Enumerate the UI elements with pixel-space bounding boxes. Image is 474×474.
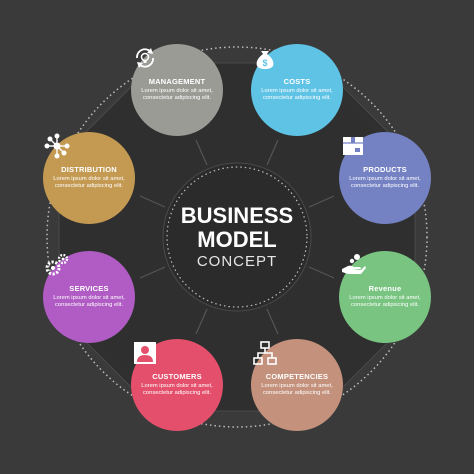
node-description: Lorem ipsum dolor sit amet, consectetur …: [261, 88, 333, 102]
center-title-line2: MODEL: [197, 226, 277, 252]
node-title: CUSTOMERS: [152, 371, 202, 381]
node-description: Lorem ipsum dolor sit amet, consectetur …: [141, 383, 213, 397]
center-subtitle: CONCEPT: [196, 252, 278, 270]
node-title: Revenue: [368, 283, 402, 293]
hierarchy-icon: [253, 341, 277, 365]
node-revenue: Revenue Lorem ipsum dolor sit amet, cons…: [339, 251, 431, 343]
svg-text:$: $: [262, 58, 267, 68]
node-title: DISTRIBUTION: [61, 164, 117, 174]
network-icon: [44, 133, 70, 159]
node-distribution: DISTRIBUTION Lorem ipsum dolor sit amet,…: [43, 132, 135, 224]
node-description: Lorem ipsum dolor sit amet, consectetur …: [53, 176, 125, 190]
node-title: COSTS: [283, 76, 311, 86]
node-competencies: COMPETENCIES Lorem ipsum dolor sit amet,…: [251, 339, 343, 431]
node-description: Lorem ipsum dolor sit amet, consectetur …: [261, 383, 333, 397]
node-title: PRODUCTS: [363, 164, 407, 174]
center-circle: [162, 162, 312, 312]
money-bag-icon: $: [256, 51, 274, 69]
node-title: MANAGEMENT: [148, 76, 206, 86]
node-description: Lorem ipsum dolor sit amet, consectetur …: [141, 88, 213, 102]
node-customers: CUSTOMERS Lorem ipsum dolor sit amet, co…: [131, 339, 223, 431]
center-title-line1: BUSINESS: [180, 203, 294, 229]
hand-coins-icon: [342, 254, 366, 274]
box-icon: [343, 137, 363, 155]
node-costs: $ COSTS Lorem ipsum dolor sit amet, cons…: [251, 44, 343, 136]
node-description: Lorem ipsum dolor sit amet, consectetur …: [53, 295, 125, 309]
refresh-bulb-icon: [136, 48, 154, 68]
node-description: Lorem ipsum dolor sit amet, consectetur …: [349, 295, 421, 309]
node-description: Lorem ipsum dolor sit amet, consectetur …: [349, 176, 421, 190]
center-title: BUSINESS MODEL CONCEPT: [167, 167, 307, 307]
spokes: [139, 139, 335, 335]
gears-icon: [45, 253, 69, 276]
node-products: PRODUCTS Lorem ipsum dolor sit amet, con…: [339, 132, 431, 224]
outer-dotted-circle: [46, 46, 428, 428]
node-management: MANAGEMENT Lorem ipsum dolor sit amet, c…: [131, 44, 223, 136]
node-title: COMPETENCIES: [265, 371, 329, 381]
center-dotted-circle: [166, 166, 308, 308]
node-services: SERVICES Lorem ipsum dolor sit amet, con…: [43, 251, 135, 343]
user-icon: [134, 342, 156, 364]
node-title: SERVICES: [69, 283, 109, 293]
